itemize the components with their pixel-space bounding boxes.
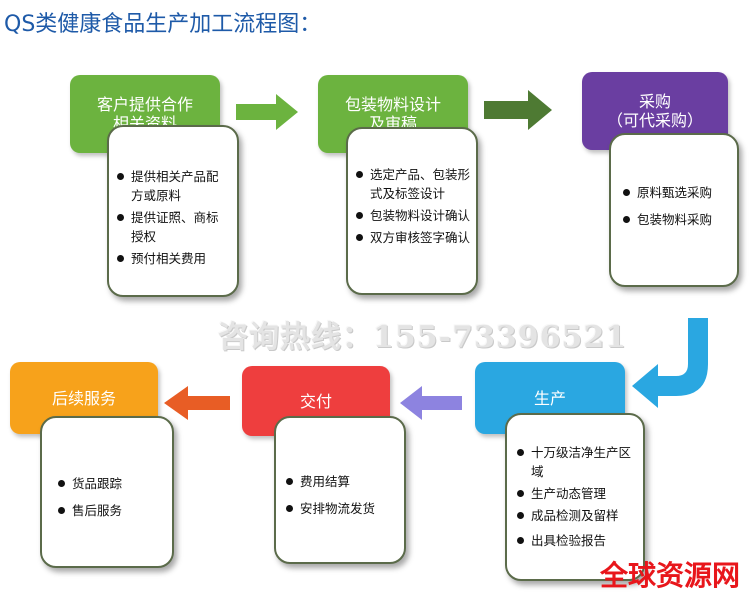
stage-client-list: 提供相关产品配方或原料 提供证照、商标授权 预付相关费用 [117,167,229,268]
stage-delivery-card: 费用结算 安排物流发货 [274,416,406,564]
stage-delivery-title: 交付 [299,391,332,411]
hotline-text: 咨询热线：155-73396521 [218,320,628,355]
stage-production-title: 生产 [533,388,566,408]
arrow-left-icon [400,386,462,420]
list-item: 安排物流发货 [286,499,396,518]
stage-purchase-title: 采购 （可代采购） [606,92,703,130]
list-item: 双方审核签字确认 [356,228,470,247]
stage-production-list: 十万级洁净生产区域 生产动态管理 成品检测及留样 出具检验报告 [517,443,637,550]
list-item: 提供证照、商标授权 [117,208,229,246]
stage-delivery-list: 费用结算 安排物流发货 [286,472,396,518]
list-item: 生产动态管理 [517,484,637,503]
list-item: 费用结算 [286,472,396,491]
stage-client-card: 提供相关产品配方或原料 提供证照、商标授权 预付相关费用 [107,125,239,297]
list-item: 成品检测及留样 [517,506,637,525]
watermark-logo: 全球资源网 [599,559,740,592]
list-item: 出具检验报告 [517,531,637,550]
list-item: 售后服务 [58,501,164,520]
list-item: 预付相关费用 [117,249,229,268]
stage-packaging-list: 选定产品、包装形式及标签设计 包装物料设计确认 双方审核签字确认 [356,165,470,247]
list-item: 提供相关产品配方或原料 [117,167,229,205]
curved-arrow-icon [632,318,708,408]
list-item: 原料甄选采购 [623,183,729,202]
stage-aftersales-card: 货品跟踪 售后服务 [40,416,174,568]
list-item: 包装物料采购 [623,210,729,229]
stage-production-card: 十万级洁净生产区域 生产动态管理 成品检测及留样 出具检验报告 [505,413,645,581]
stage-purchase-list: 原料甄选采购 包装物料采购 [623,183,729,229]
stage-purchase-card: 原料甄选采购 包装物料采购 [609,133,739,287]
list-item: 十万级洁净生产区域 [517,443,637,481]
stage-aftersales-title: 后续服务 [51,388,116,408]
page-title: QS类健康食品生产加工流程图： [4,12,322,37]
arrow-left-icon [164,386,230,420]
stage-packaging-card: 选定产品、包装形式及标签设计 包装物料设计确认 双方审核签字确认 [346,127,478,295]
list-item: 货品跟踪 [58,474,164,493]
arrow-right-icon [236,94,298,130]
arrow-right-icon [484,90,552,130]
stage-aftersales-list: 货品跟踪 售后服务 [58,474,164,520]
list-item: 包装物料设计确认 [356,206,470,225]
list-item: 选定产品、包装形式及标签设计 [356,165,470,203]
